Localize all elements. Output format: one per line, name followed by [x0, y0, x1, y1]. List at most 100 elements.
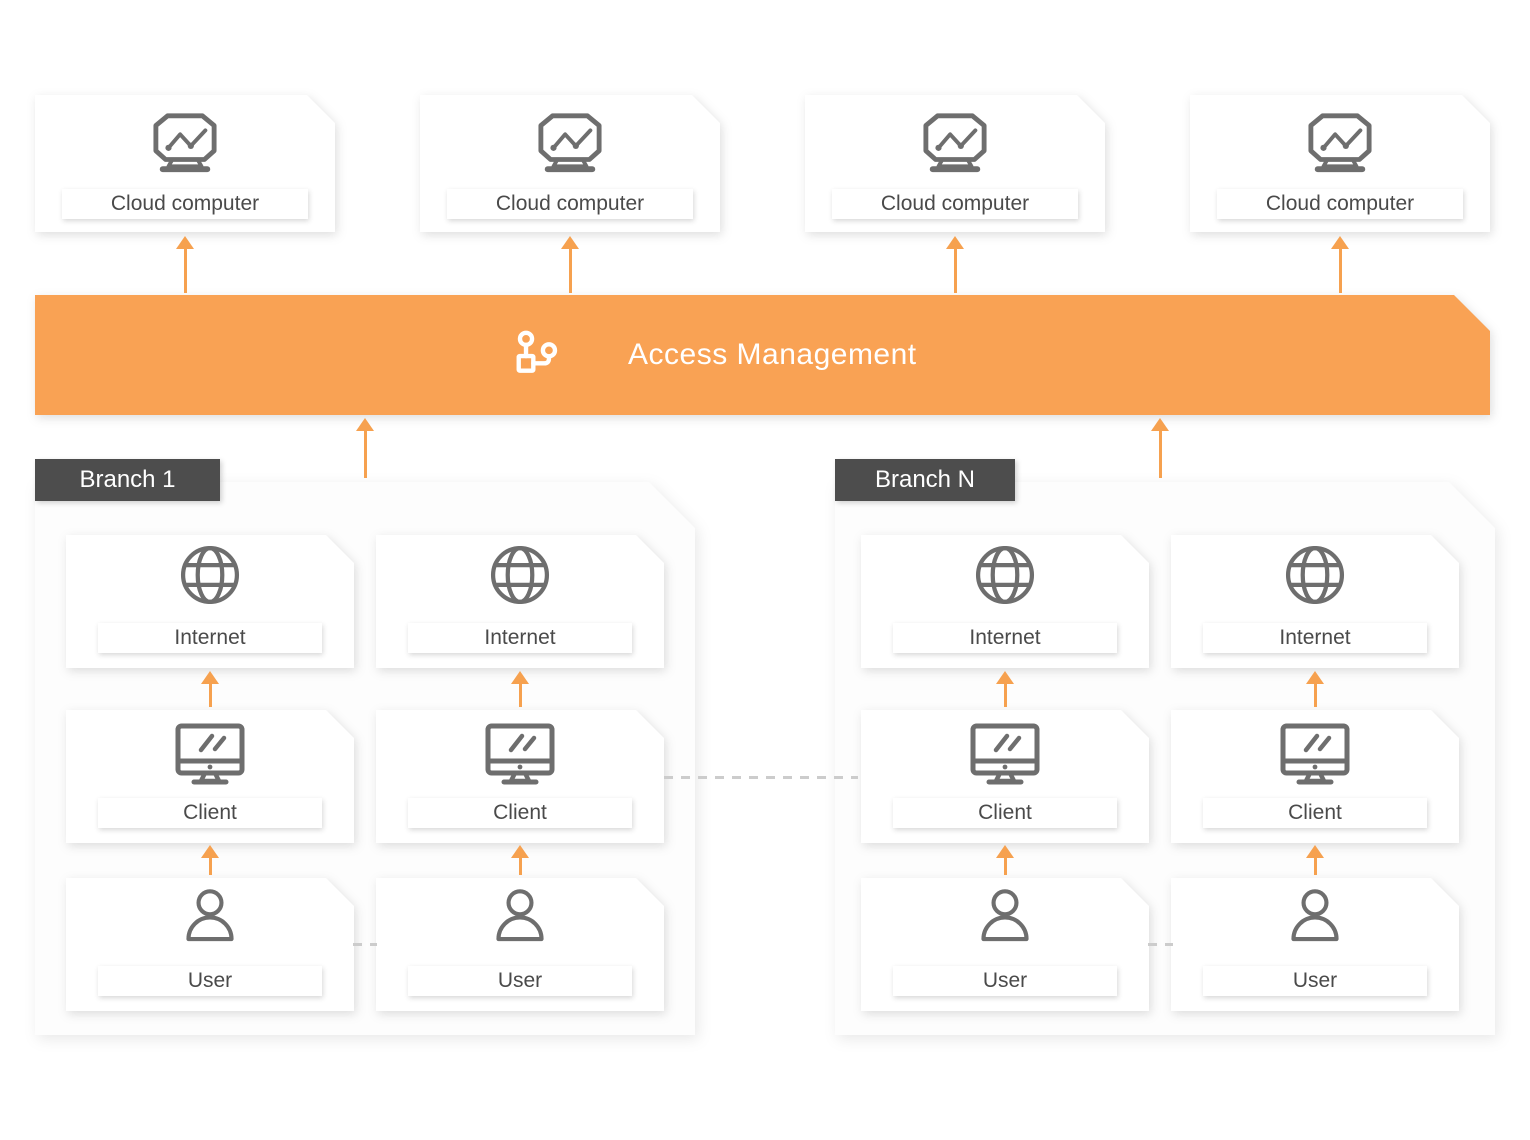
user-label: User	[497, 969, 543, 992]
desktop-icon	[480, 722, 560, 788]
up-arrow	[946, 236, 964, 293]
internet-card: Internet	[66, 535, 354, 668]
desktop-icon	[965, 722, 1045, 788]
user-icon	[487, 884, 553, 950]
arrow-stem	[1158, 431, 1162, 478]
arrowhead	[1306, 671, 1324, 684]
client-card: Client	[1171, 710, 1459, 843]
arrowhead	[511, 671, 529, 684]
globe-icon	[486, 541, 554, 609]
card-label: Cloud computer	[1217, 189, 1463, 219]
globe-icon	[1281, 541, 1349, 609]
user-icon	[1282, 884, 1348, 950]
client-label: Client	[183, 801, 237, 824]
up-arrow	[356, 418, 374, 478]
globe-icon	[176, 541, 244, 609]
access-management-label: Access Management	[628, 338, 917, 371]
cloud-computer-card: Cloud computer	[1190, 95, 1490, 232]
up-arrow	[1306, 845, 1324, 875]
up-arrow	[996, 845, 1014, 875]
card-label: User	[893, 966, 1117, 996]
cloud-computer-label: Cloud computer	[110, 192, 260, 215]
arrow-stem	[208, 858, 212, 875]
branch-n-label: Branch N	[874, 466, 976, 493]
cloud-computer-card: Cloud computer	[805, 95, 1105, 232]
client-card: Client	[66, 710, 354, 843]
arrow-stem	[1338, 249, 1342, 293]
arrowhead	[996, 671, 1014, 684]
arrow-stem	[208, 684, 212, 707]
cloud-computer-label: Cloud computer	[1265, 192, 1415, 215]
card-label: Client	[893, 798, 1117, 828]
user-label: User	[982, 969, 1028, 992]
internet-card: Internet	[1171, 535, 1459, 668]
arrowhead	[511, 845, 529, 858]
card-label: Cloud computer	[62, 189, 308, 219]
dashed-connector	[1148, 943, 1173, 946]
card-label: User	[1203, 966, 1427, 996]
arrowhead	[996, 845, 1014, 858]
internet-label: Internet	[969, 626, 1041, 649]
arrow-stem	[1003, 684, 1007, 707]
up-arrow	[201, 845, 219, 875]
arrowhead	[176, 236, 194, 249]
globe-icon	[971, 541, 1039, 609]
arrow-stem	[518, 684, 522, 707]
user-card: User	[66, 878, 354, 1011]
client-label: Client	[978, 801, 1032, 824]
cloud-monitor-icon	[1301, 110, 1379, 176]
arrowhead	[356, 418, 374, 431]
user-card: User	[1171, 878, 1459, 1011]
branch-1-label: Branch 1	[79, 466, 176, 493]
card-label: User	[98, 966, 322, 996]
up-arrow	[996, 671, 1014, 707]
arrow-stem	[1313, 684, 1317, 707]
client-label: Client	[1288, 801, 1342, 824]
arrow-stem	[183, 249, 187, 293]
up-arrow	[511, 845, 529, 875]
arrow-stem	[518, 858, 522, 875]
access-management-bar: Access Management	[35, 295, 1490, 415]
card-label: Client	[1203, 798, 1427, 828]
internet-label: Internet	[484, 626, 556, 649]
user-label: User	[1292, 969, 1338, 992]
user-card: User	[376, 878, 664, 1011]
up-arrow	[201, 671, 219, 707]
cloud-monitor-icon	[916, 110, 994, 176]
desktop-icon	[170, 722, 250, 788]
client-card: Client	[861, 710, 1149, 843]
card-label: Internet	[408, 623, 632, 653]
card-label: Internet	[98, 623, 322, 653]
internet-label: Internet	[174, 626, 246, 649]
arrow-stem	[953, 249, 957, 293]
arrowhead	[1151, 418, 1169, 431]
card-label: Cloud computer	[832, 189, 1078, 219]
card-label: Cloud computer	[447, 189, 693, 219]
arrowhead	[561, 236, 579, 249]
up-arrow	[1151, 418, 1169, 478]
user-card: User	[861, 878, 1149, 1011]
card-label: Client	[408, 798, 632, 828]
up-arrow	[561, 236, 579, 293]
up-arrow	[1331, 236, 1349, 293]
client-card: Client	[376, 710, 664, 843]
dashed-connector	[353, 943, 377, 946]
card-label: Internet	[1203, 623, 1427, 653]
dashed-connector	[664, 776, 858, 779]
arrow-stem	[568, 249, 572, 293]
cloud-computer-card: Cloud computer	[420, 95, 720, 232]
cloud-computer-label: Cloud computer	[495, 192, 645, 215]
cloud-computer-label: Cloud computer	[880, 192, 1030, 215]
arrowhead	[946, 236, 964, 249]
up-arrow	[511, 671, 529, 707]
arrow-stem	[1003, 858, 1007, 875]
card-label: Client	[98, 798, 322, 828]
internet-card: Internet	[376, 535, 664, 668]
workflow-icon	[513, 330, 563, 380]
arrow-stem	[1313, 858, 1317, 875]
desktop-icon	[1275, 722, 1355, 788]
arrowhead	[1306, 845, 1324, 858]
user-label: User	[187, 969, 233, 992]
user-icon	[177, 884, 243, 950]
